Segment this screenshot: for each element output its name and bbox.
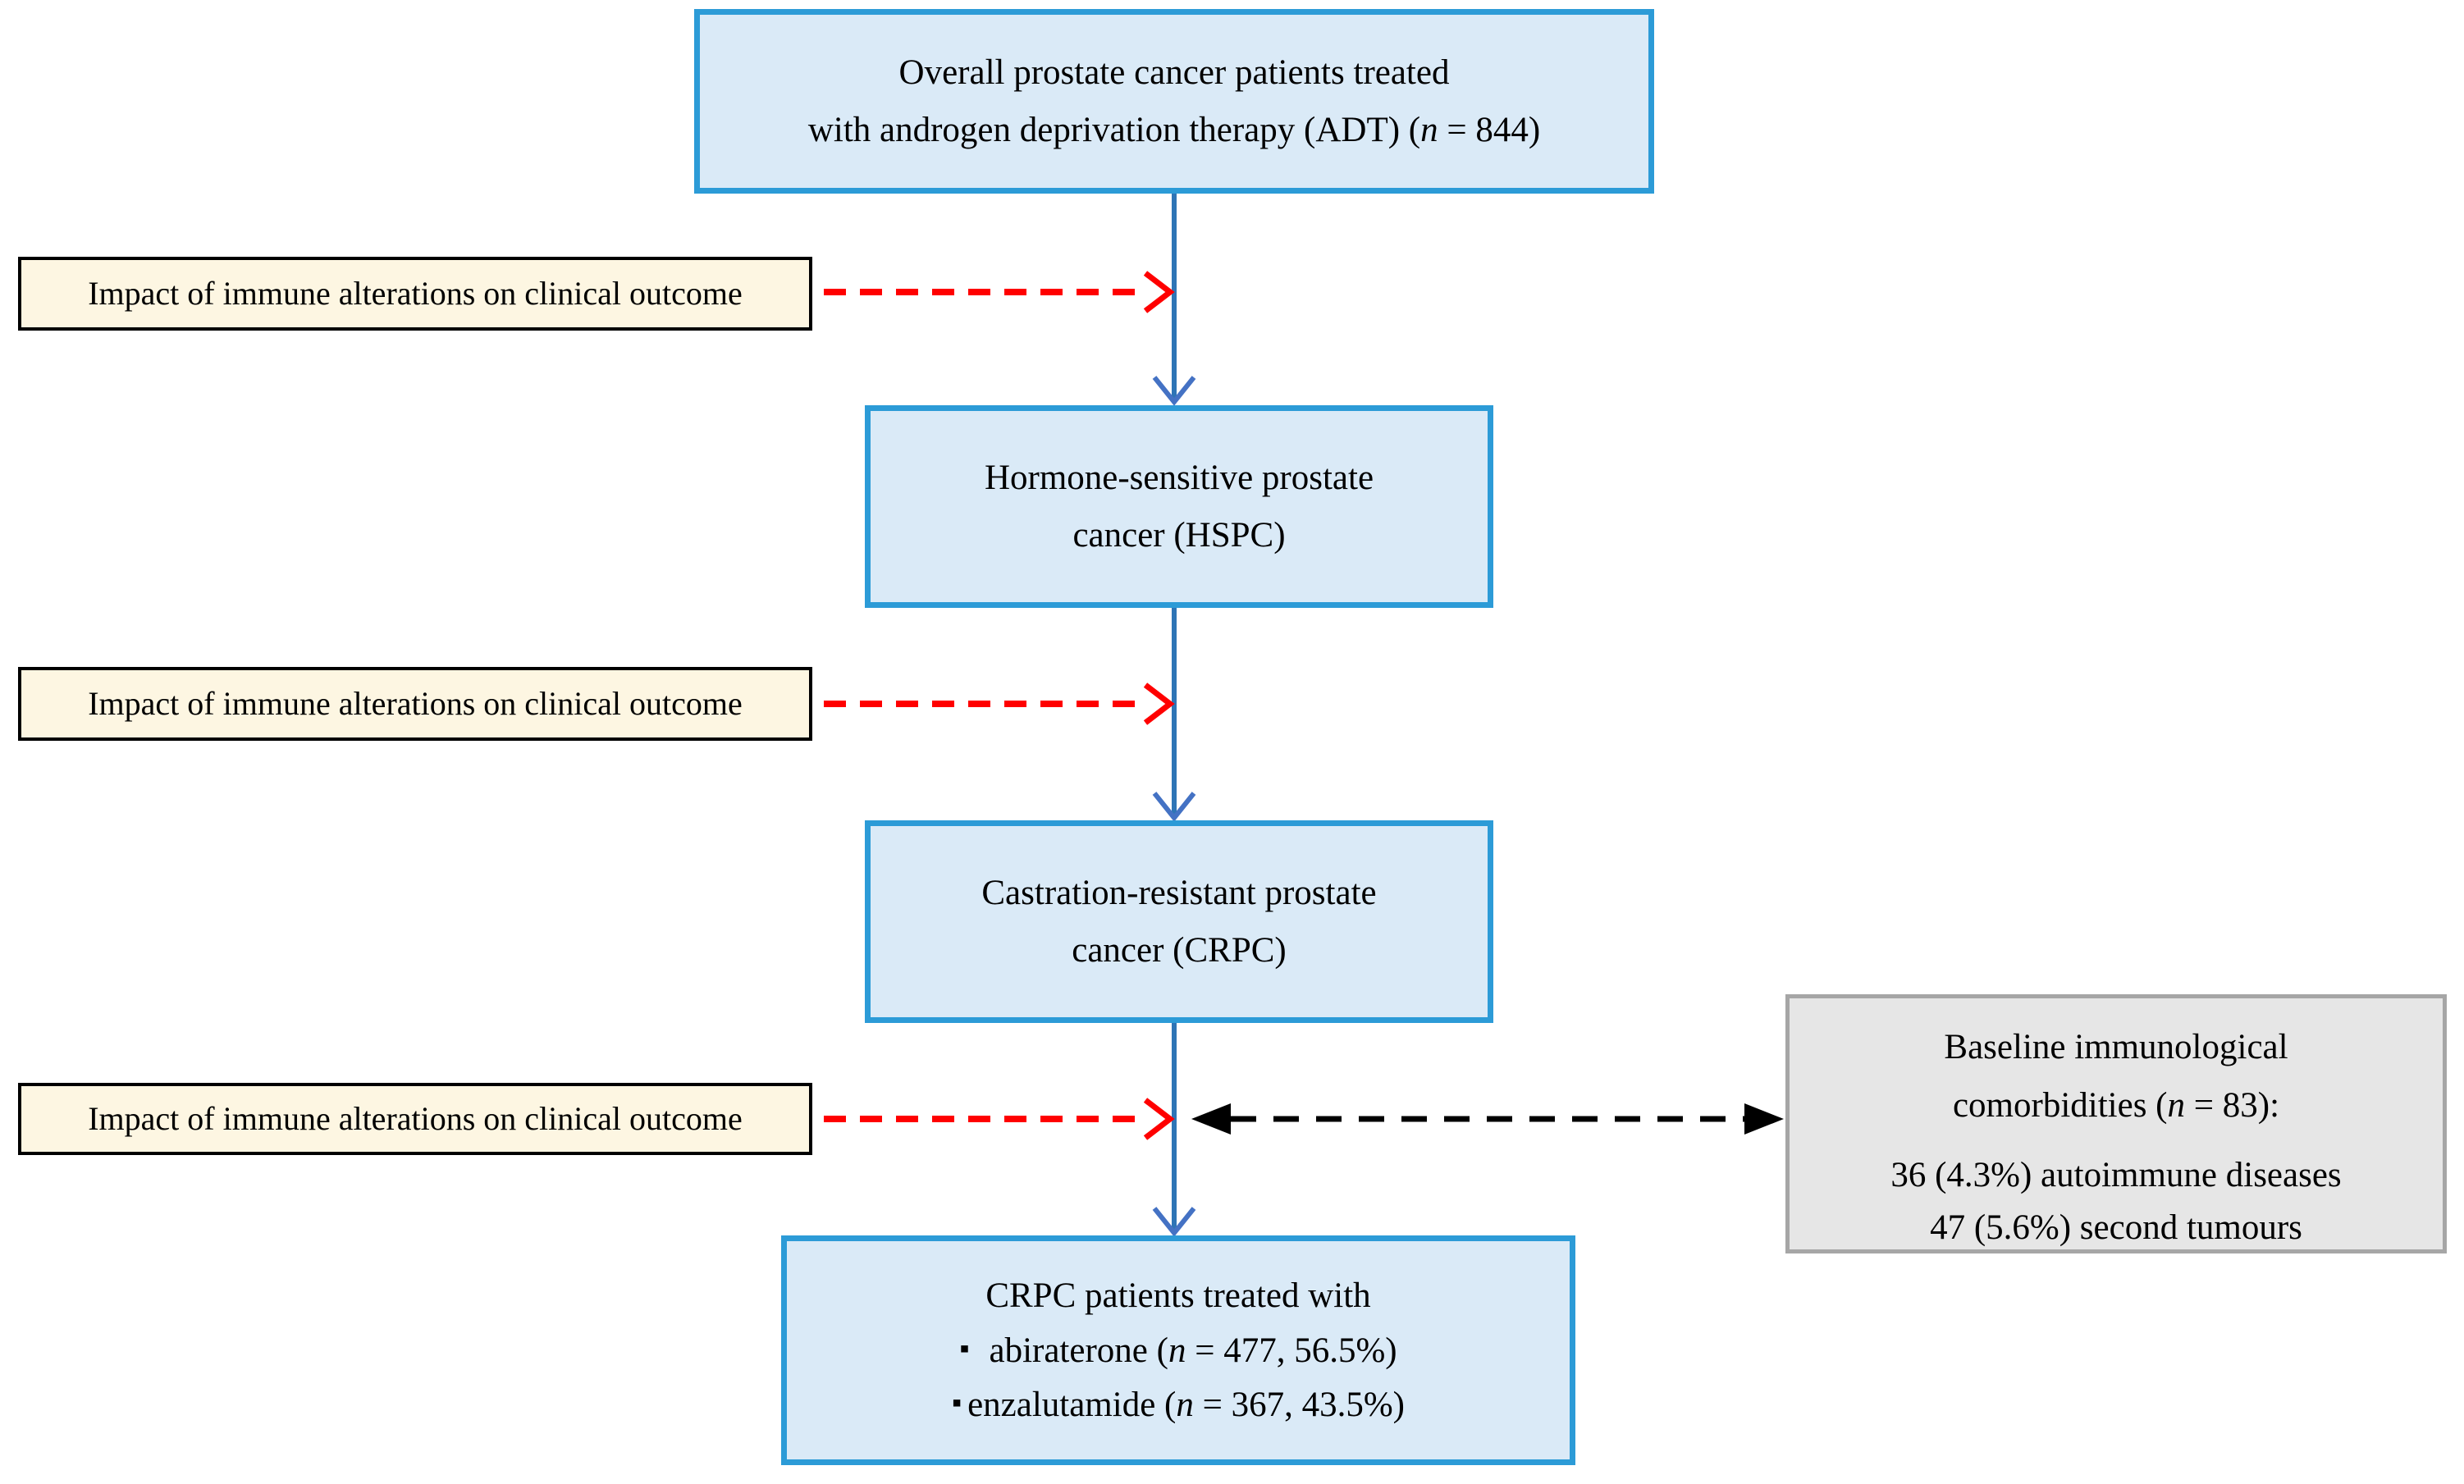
square-bullet-icon: ▪ — [952, 1388, 962, 1418]
hspc-node-text-line2: cancer (HSPC) — [1072, 515, 1286, 555]
connector-hspc-crpc — [1152, 607, 1196, 822]
impact-label-2-text: Impact of immune alterations on clinical… — [88, 685, 743, 722]
comorbidities-note-title-line1: Baseline immunological — [1944, 1028, 2288, 1066]
connector-adt-hspc — [1152, 192, 1196, 406]
crpc-node-text-line1: Castration-resistant prostate — [981, 873, 1377, 912]
square-bullet-icon: ▪ — [959, 1334, 970, 1364]
impact-label-3-text: Impact of immune alterations on clinical… — [88, 1100, 743, 1137]
treatment-bullet-enzalutamide-text: enzalutamide (n = 367, 43.5%) — [967, 1386, 1405, 1424]
crpc-node: Castration-resistant prostate cancer (CR… — [865, 820, 1493, 1023]
connector-crpc-treatment — [1152, 1022, 1196, 1237]
arrow-right-icon — [1143, 1098, 1175, 1140]
hspc-node: Hormone-sensitive prostate cancer (HSPC) — [865, 405, 1493, 608]
arrow-right-icon — [1143, 271, 1175, 313]
treatment-node: CRPC patients treated with ▪ abiraterone … — [781, 1235, 1575, 1465]
comorbidities-note: Baseline immunological comorbidities (n … — [1785, 994, 2447, 1253]
arrow-left-icon — [1191, 1103, 1231, 1135]
impact-label-1: Impact of immune alterations on clinical… — [18, 257, 812, 331]
treatment-bullet-abiraterone: ▪ abiraterone (n = 477, 56.5%) — [959, 1323, 1397, 1377]
comorbidities-autoimmune-text: 36 (4.3%) autoimmune diseases — [1890, 1156, 2342, 1194]
arrow-down-icon — [1152, 792, 1196, 822]
arrow-down-icon — [1152, 1207, 1196, 1237]
comorbidity-link-arrow — [1191, 1103, 1784, 1135]
impact-arrow-1 — [824, 271, 1175, 313]
crpc-node-text-line2: cancer (CRPC) — [1072, 930, 1287, 970]
arrow-down-icon — [1152, 376, 1196, 406]
impact-label-2: Impact of immune alterations on clinical… — [18, 667, 812, 741]
hspc-node-text-line1: Hormone-sensitive prostate — [984, 458, 1374, 497]
arrow-right-icon — [1143, 683, 1175, 725]
impact-arrow-2 — [824, 683, 1175, 725]
treatment-bullet-enzalutamide: ▪enzalutamide (n = 367, 43.5%) — [952, 1377, 1405, 1431]
adt-node-text-line2: with androgen deprivation therapy (ADT) … — [807, 110, 1541, 149]
arrow-right-icon — [1744, 1103, 1784, 1135]
comorbidities-second-tumours-text: 47 (5.6%) second tumours — [1930, 1208, 2302, 1247]
impact-label-1-text: Impact of immune alterations on clinical… — [88, 275, 743, 312]
adt-node-text-line1: Overall prostate cancer patients treated — [898, 53, 1450, 92]
adt-node: Overall prostate cancer patients treated… — [694, 9, 1654, 194]
impact-label-3: Impact of immune alterations on clinical… — [18, 1083, 812, 1155]
treatment-bullet-abiraterone-text: abiraterone (n = 477, 56.5%) — [989, 1331, 1397, 1370]
impact-arrow-3 — [824, 1098, 1175, 1140]
treatment-node-title: CRPC patients treated with — [985, 1276, 1371, 1315]
comorbidities-note-details: 36 (4.3%) autoimmune diseases 47 (5.6%) … — [1890, 1149, 2341, 1254]
comorbidities-note-title-line2: comorbidities (n = 83): — [1952, 1086, 2280, 1125]
